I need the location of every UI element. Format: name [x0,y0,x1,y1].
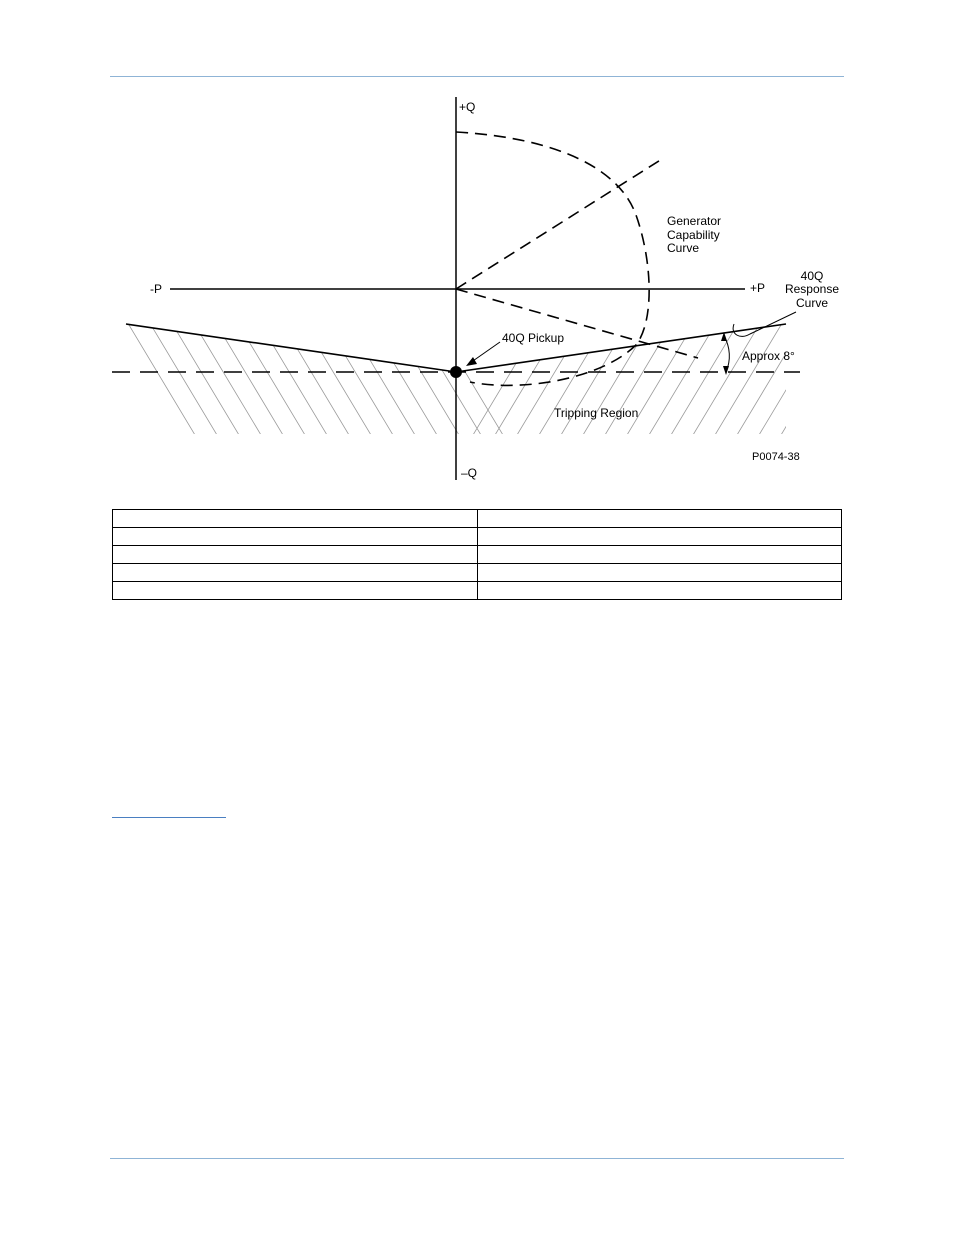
table-cell [476,545,842,564]
hatch-line [711,324,785,434]
hatch-line [800,320,872,440]
footer-rule [110,1158,844,1159]
hatch-line [411,324,485,434]
hatch-line [689,324,763,434]
hatch-line [667,324,741,434]
hatch-line [345,324,419,434]
table-row [112,527,842,546]
hatch-line [755,324,786,434]
pickup-label: 40Q Pickup [502,331,564,345]
table-cell [476,581,842,600]
table-cell [476,527,842,546]
table-cell [112,509,478,528]
pos-p-label: +P [750,281,765,295]
40q-pickup-point [450,366,462,378]
hatch-line [147,324,221,434]
table-row [112,509,842,528]
40q-response-diagram: +Q –Q -P +P Generator Capability Curve 4… [112,97,872,480]
table-cell [112,527,478,546]
response-label-line-1: 40Q [801,269,824,283]
table-cell [112,563,478,582]
hatch-line [169,324,243,434]
angle-arrowhead-bottom [723,366,729,375]
response-label-line-2: Response [785,282,839,296]
response-curve-callout [732,311,797,337]
hatch-line [213,324,287,434]
capability-label-line-2: Capability [667,228,720,242]
table-cell [112,581,478,600]
hyperlink-underline[interactable] [112,817,226,818]
figure-id-label: P0074-38 [752,451,800,463]
capability-label-line-1: Generator [667,214,721,228]
hatch-line [645,324,719,434]
pickup-arrow [469,341,501,364]
angle-label: Approx 8° [742,349,795,363]
hatch-line [733,324,786,434]
capability-limit-line-upper [455,158,663,290]
hatch-line [301,324,375,434]
generator-capability-curve [455,131,650,387]
hatch-line [777,324,786,434]
hatch-line [557,324,631,434]
table-row [112,545,842,564]
angle-arrowhead-top [721,332,727,341]
neg-p-label: -P [150,282,162,296]
table-cell [476,563,842,582]
hatch-line [126,324,199,434]
header-rule [110,76,844,77]
hatch-line [367,324,441,434]
neg-q-label: –Q [461,466,477,480]
pickup-arrowhead [466,357,477,366]
settings-table-body [112,509,842,600]
hatch-line [389,324,463,434]
response-label-line-3: Curve [796,296,828,310]
hatch-line [433,324,507,434]
hatch-line [191,324,265,434]
table-cell [476,509,842,528]
pos-q-label: +Q [459,100,475,114]
hatch-line [257,324,331,434]
hatch-line [279,324,353,434]
settings-table [112,509,842,600]
table-row [112,563,842,582]
table-cell [112,545,478,564]
hatch-line [601,324,675,434]
hatch-line [623,324,697,434]
hatch-line [235,324,309,434]
capability-limit-line-lower [455,288,699,359]
table-row [112,581,842,600]
hatch-line [323,324,397,434]
tripping-region-hatch [126,320,872,440]
capability-label-line-3: Curve [667,241,699,255]
tripping-region-label: Tripping Region [554,406,638,420]
